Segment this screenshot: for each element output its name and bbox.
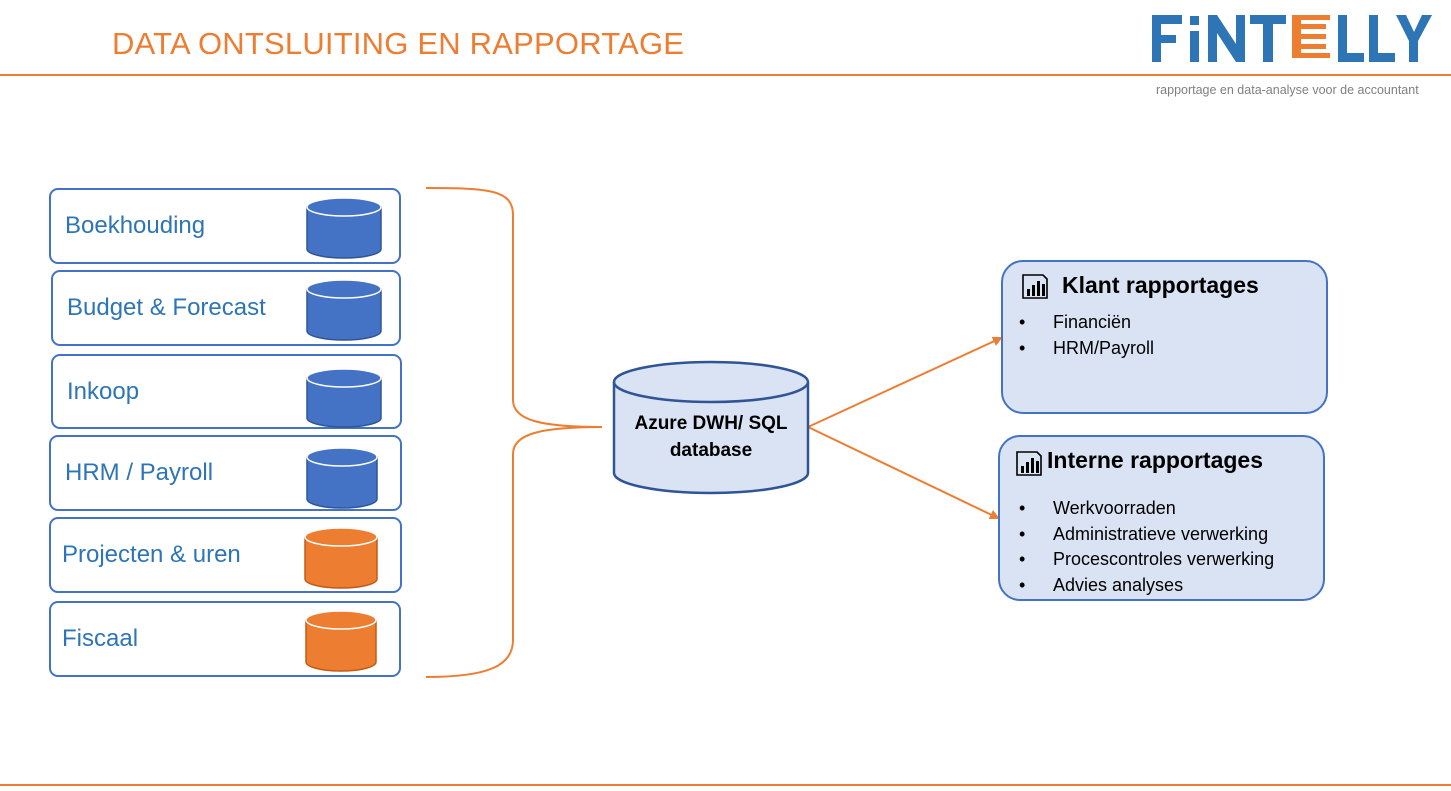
source-label: Boekhouding: [65, 212, 206, 239]
list-item: HRM/Payroll: [1017, 336, 1154, 362]
azure-database-label: Azure DWH/ SQL database: [614, 410, 808, 464]
power-bi-icon: [1016, 451, 1042, 476]
source-label: Inkoop: [67, 377, 140, 405]
source-box-fiscaal: Fiscaal: [49, 601, 401, 677]
database-line-2: database: [669, 440, 753, 461]
panel-title: Interne rapportages: [1047, 447, 1263, 473]
source-box-inkoop: Inkoop: [51, 354, 402, 429]
header-divider: [0, 74, 1451, 76]
source-label: Budget & Forecast: [67, 294, 266, 321]
source-label: Fiscaal: [62, 625, 139, 652]
interne-rapportages-list: Werkvoorraden Administratieve verwerking…: [1017, 496, 1274, 598]
database-icon: [304, 527, 378, 589]
fintelly-logo: [1150, 8, 1432, 73]
panel-title: Klant rapportages: [1062, 272, 1259, 298]
source-brace: [425, 187, 603, 678]
interne-rapportages-panel: Interne rapportages Werkvoorraden Admini…: [998, 435, 1325, 601]
list-item: Advies analyses: [1017, 573, 1274, 599]
source-label: Projecten & uren: [62, 541, 241, 568]
power-bi-icon: [1022, 274, 1048, 299]
azure-database-cylinder: [612, 360, 810, 495]
database-icon: [306, 197, 382, 259]
source-box-hrm-payroll: HRM / Payroll: [49, 435, 402, 511]
database-icon: [306, 447, 378, 509]
database-icon: [305, 610, 377, 672]
footer-divider: [0, 784, 1451, 786]
database-icon: [306, 368, 382, 428]
page-title: DATA ONTSLUITING EN RAPPORTAGE: [112, 26, 685, 61]
arrow-to-intern: [807, 426, 1000, 520]
list-item: Werkvoorraden: [1017, 496, 1274, 522]
logo-tagline: rapportage en data-analyse voor de accou…: [1156, 83, 1419, 97]
list-item: Procescontroles verwerking: [1017, 547, 1274, 573]
source-box-projecten-uren: Projecten & uren: [49, 517, 402, 593]
database-icon: [306, 279, 382, 341]
source-box-boekhouding: Boekhouding: [49, 188, 401, 264]
arrow-to-klant: [807, 336, 1003, 428]
list-item: Financiën: [1017, 310, 1154, 336]
source-box-budget-forecast: Budget & Forecast: [51, 270, 401, 346]
source-label: HRM / Payroll: [65, 459, 214, 486]
database-line-1: Azure DWH/ SQL: [634, 413, 788, 434]
list-item: Administratieve verwerking: [1017, 522, 1274, 548]
klant-rapportages-list: Financiën HRM/Payroll: [1017, 310, 1154, 361]
klant-rapportages-panel: Klant rapportages Financiën HRM/Payroll: [1001, 260, 1328, 414]
